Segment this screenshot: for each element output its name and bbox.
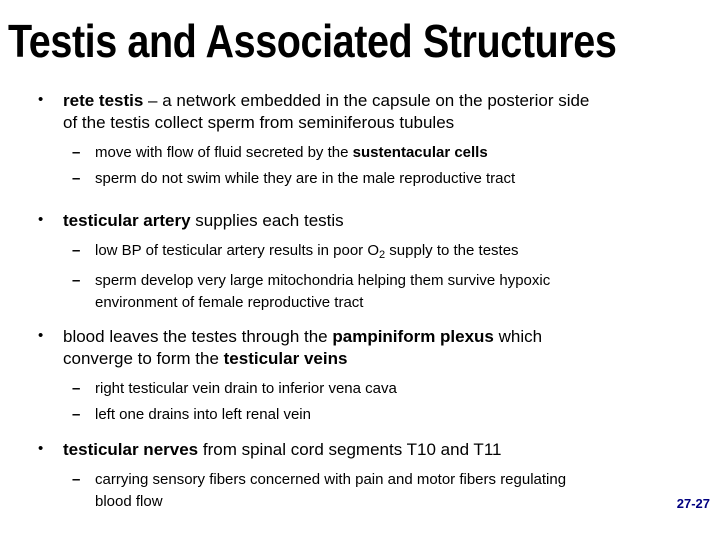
- sub-bullet-line: –carrying sensory fibers concerned with …: [0, 469, 720, 491]
- text-segment: right testicular vein drain to inferior …: [95, 380, 397, 397]
- dash-marker: –: [72, 170, 81, 187]
- bullet-item: • testicular nerves from spinal cord segm…: [0, 439, 720, 513]
- sub-bullet-item: –sperm do not swim while they are in the…: [0, 168, 720, 190]
- sub-bullet-line-continued: blood flow: [0, 491, 720, 513]
- text-segment: supply to the testes: [385, 242, 519, 259]
- bullet-item: • testicular artery supplies each testis –…: [0, 210, 720, 314]
- bullet-line: • testicular artery supplies each testis: [0, 210, 720, 232]
- sub-bullet-list: –right testicular vein drain to inferior…: [0, 378, 720, 426]
- sub-bullet-list: –move with flow of fluid secreted by the…: [0, 142, 720, 190]
- sub-bullet-item: –low BP of testicular artery results in …: [0, 240, 720, 266]
- bullet-list: • rete testis – a network embedded in the…: [0, 90, 720, 513]
- text-segment: of the testis collect sperm from seminif…: [63, 113, 455, 132]
- sub-bullet-list: –low BP of testicular artery results in …: [0, 240, 720, 314]
- slide-title: Testis and Associated Structures: [8, 15, 617, 67]
- text-segment: testicular nerves: [63, 440, 199, 459]
- text-segment: rete testis: [63, 91, 144, 110]
- bullet-line: • rete testis – a network embedded in the…: [0, 90, 720, 112]
- bullet-marker: •: [38, 91, 44, 108]
- sub-bullet-item: –sperm develop very large mitochondria h…: [0, 270, 720, 314]
- bullet-marker: •: [38, 440, 44, 457]
- bullet-line: • blood leaves the testes through the pam…: [0, 326, 720, 348]
- page-number: 27-27: [676, 496, 710, 511]
- text-segment: left one drains into left renal vein: [95, 406, 311, 423]
- bullet-line: • testicular nerves from spinal cord segm…: [0, 439, 720, 461]
- dash-marker: –: [72, 471, 81, 488]
- dash-marker: –: [72, 144, 81, 161]
- text-segment: converge to form the: [63, 349, 224, 368]
- sub-bullet-line: –low BP of testicular artery results in …: [0, 240, 720, 266]
- sub-bullet-line: –sperm do not swim while they are in the…: [0, 168, 720, 190]
- text-segment: sustentacular cells: [352, 144, 488, 161]
- text-segment: from spinal cord segments T10 and T11: [198, 440, 502, 459]
- text-segment: sperm develop very large mitochondria he…: [95, 272, 551, 289]
- bullet-item: • blood leaves the testes through the pam…: [0, 326, 720, 426]
- text-segment: testicular veins: [223, 349, 348, 368]
- text-segment: – a network embedded in the capsule on t…: [143, 91, 590, 110]
- sub-bullet-item: –right testicular vein drain to inferior…: [0, 378, 720, 400]
- text-segment: environment of female reproductive tract: [95, 294, 364, 311]
- bullet-marker: •: [38, 327, 44, 344]
- dash-marker: –: [72, 272, 81, 289]
- text-segment: sperm do not swim while they are in the …: [95, 170, 516, 187]
- bullet-marker: •: [38, 211, 44, 228]
- text-segment: blood leaves the testes through the: [63, 327, 333, 346]
- text-segment: move with flow of fluid secreted by the: [95, 144, 353, 161]
- sub-bullet-item: –left one drains into left renal vein: [0, 404, 720, 426]
- text-segment: pampiniform plexus: [332, 327, 494, 346]
- sub-bullet-list: –carrying sensory fibers concerned with …: [0, 469, 720, 513]
- text-segment: low BP of testicular artery results in p…: [95, 242, 380, 259]
- dash-marker: –: [72, 242, 81, 259]
- sub-bullet-item: –move with flow of fluid secreted by the…: [0, 142, 720, 164]
- text-segment: which: [493, 327, 543, 346]
- dash-marker: –: [72, 406, 81, 423]
- bullet-line-continued: converge to form the testicular veins: [0, 348, 720, 370]
- sub-bullet-line: –right testicular vein drain to inferior…: [0, 378, 720, 400]
- sub-bullet-item: –carrying sensory fibers concerned with …: [0, 469, 720, 513]
- sub-bullet-line: –left one drains into left renal vein: [0, 404, 720, 426]
- bullet-item: • rete testis – a network embedded in the…: [0, 90, 720, 190]
- dash-marker: –: [72, 380, 81, 397]
- sub-bullet-line: –sperm develop very large mitochondria h…: [0, 270, 720, 292]
- text-segment: supplies each testis: [190, 211, 344, 230]
- text-segment: 2: [379, 249, 386, 261]
- text-segment: blood flow: [95, 493, 163, 510]
- bullet-line-continued: of the testis collect sperm from seminif…: [0, 112, 720, 134]
- sub-bullet-line: –move with flow of fluid secreted by the…: [0, 142, 720, 164]
- text-segment: testicular artery: [63, 211, 191, 230]
- sub-bullet-line-continued: environment of female reproductive tract: [0, 292, 720, 314]
- text-segment: carrying sensory fibers concerned with p…: [95, 471, 567, 488]
